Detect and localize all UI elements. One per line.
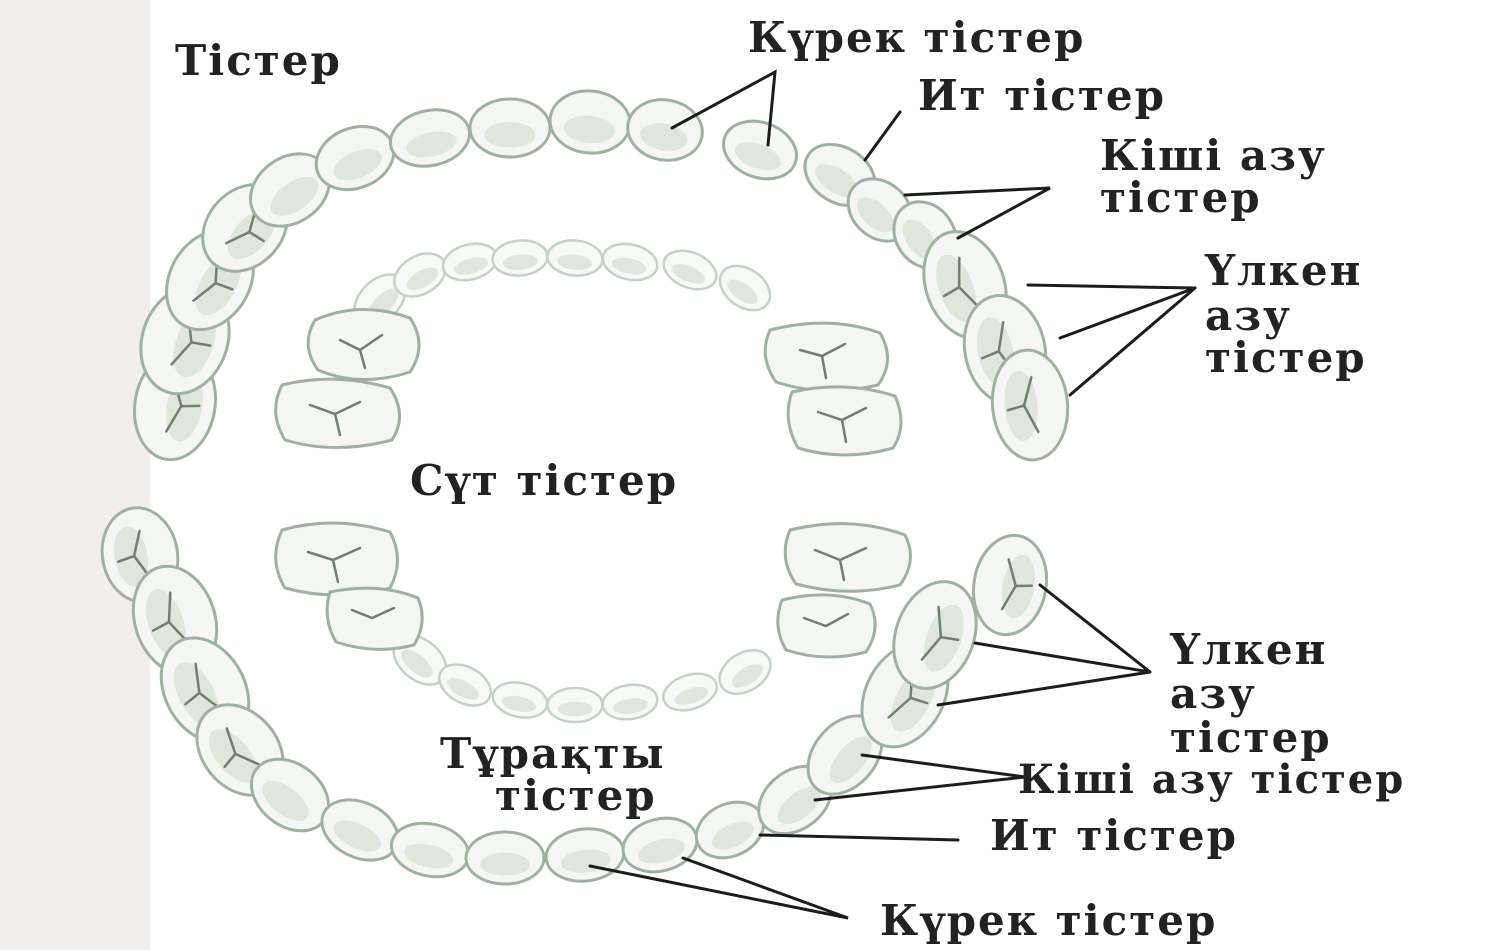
tooth: [617, 811, 702, 880]
tooth: [491, 238, 549, 278]
tooth-molar: [276, 379, 400, 447]
tooth: [712, 641, 779, 702]
label-premolars-top-line2: тістер: [1100, 173, 1262, 222]
leader-canines-bottom: [760, 835, 958, 840]
tooth: [599, 239, 660, 285]
label-molars-top-line3: тістер: [1205, 333, 1367, 382]
tooth-molar: [785, 524, 910, 592]
tooth: [546, 238, 604, 278]
tooth: [543, 825, 626, 885]
leader-canines-top: [865, 112, 900, 160]
tooth: [547, 88, 632, 157]
leader-incisors-bottom: [590, 858, 848, 918]
tooth-molar: [778, 595, 875, 657]
label-permanent-teeth-line2: тістер: [495, 771, 657, 820]
tooth: [600, 681, 659, 722]
lower-milk-arch: [384, 625, 778, 722]
leader-molars-top-a: [1028, 285, 1195, 338]
label-premolars-bottom: Кіші азу тістер: [1018, 756, 1405, 803]
leader-molars-bottom-b: [938, 672, 1150, 705]
milk-teeth-title: Сүт тістер: [410, 456, 678, 505]
label-canines-bottom: Ит тістер: [990, 811, 1238, 860]
tooth: [715, 111, 804, 188]
tooth: [623, 94, 707, 166]
tooth-molar: [276, 523, 398, 595]
tooth: [470, 99, 550, 157]
leader-molars-top-b: [1070, 288, 1195, 395]
tooth: [385, 103, 475, 173]
tooth-molar: [765, 323, 887, 391]
label-molars-bottom-line1: Үлкен: [1169, 625, 1327, 674]
tooth-molar: [788, 387, 901, 455]
upper-permanent-arch: [126, 88, 1072, 466]
upper-inner-molars: [276, 309, 901, 455]
tooth: [659, 667, 722, 716]
permanent-teeth-title: Тістер: [175, 36, 342, 85]
label-molars-bottom-line2: азу: [1170, 669, 1257, 718]
tooth-molar: [308, 309, 419, 379]
tooth: [466, 832, 544, 884]
tooth: [712, 257, 779, 320]
label-molars-bottom-line3: тістер: [1170, 713, 1332, 762]
tooth-molar: [327, 588, 422, 649]
label-incisors-top: Күрек тістер: [748, 13, 1085, 62]
tooth: [386, 816, 473, 883]
lower-inner-molars: [276, 523, 911, 657]
label-molars-top-line1: Үлкен: [1204, 246, 1362, 295]
tooth: [490, 678, 551, 723]
label-canines-top: Ит тістер: [918, 71, 1166, 120]
background-wash: [0, 0, 150, 950]
label-incisors-bottom: Күрек тістер: [880, 896, 1217, 945]
tooth: [658, 243, 722, 296]
tooth: [548, 688, 603, 722]
